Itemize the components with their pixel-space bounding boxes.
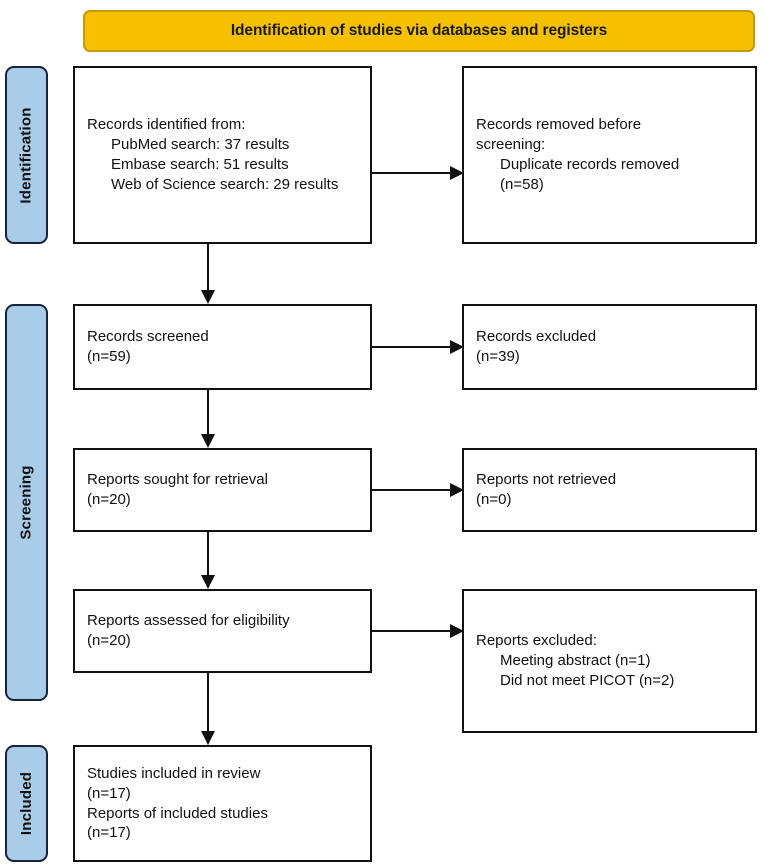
stage-included: Included (5, 745, 48, 862)
arrow-sought-to-not-retrieved (372, 483, 464, 497)
box-records-screened: Records screened (n=59) (73, 304, 372, 390)
box-reports-excluded: Reports excluded: Meeting abstract (n=1)… (462, 589, 757, 733)
box-reports-assessed: Reports assessed for eligibility (n=20) (73, 589, 372, 673)
records-removed-item-count: (n=58) (500, 175, 544, 193)
banner-label: Identification of studies via databases … (230, 22, 608, 39)
studies-included-line2: (n=17) (87, 784, 131, 802)
identification-banner: Identification of studies via databases … (83, 10, 755, 52)
studies-included-line4: (n=17) (87, 824, 131, 842)
box-records-excluded: Records excluded (n=39) (462, 304, 757, 390)
arrow-sought-to-assessed (201, 532, 215, 589)
records-identified-item-web-of-science: Web of Science search: 29 results (111, 175, 339, 193)
studies-included-line1: Studies included in review (87, 764, 261, 782)
records-removed-item-duplicates: Duplicate records removed (500, 156, 680, 173)
records-screened-line1: Records screened (87, 328, 209, 346)
reports-sought-line2: (n=20) (87, 491, 131, 508)
reports-sought-line1: Reports sought for retrieval (87, 471, 268, 489)
arrow-assessed-to-excluded (372, 624, 464, 638)
stage-identification-label: Identification (18, 106, 36, 204)
arrow-screened-to-excluded (372, 340, 464, 354)
stage-screening-label: Screening (18, 465, 36, 540)
reports-excluded-item-picot: Did not meet PICOT (n=2) (500, 671, 675, 689)
arrow-screened-to-sought (201, 390, 215, 448)
box-reports-sought: Reports sought for retrieval (n=20) (73, 448, 372, 532)
box-records-identified: Records identified from: PubMed search: … (73, 66, 372, 244)
reports-excluded-item-meeting-abstract: Meeting abstract (n=1) (500, 652, 651, 670)
studies-included-line3: Reports of included studies (87, 804, 268, 822)
stage-screening: Screening (5, 304, 48, 701)
records-identified-item-pubmed: PubMed search: 37 results (111, 136, 290, 154)
records-identified-heading: Records identified from: (87, 116, 246, 134)
records-screened-line2: (n=59) (87, 348, 131, 365)
records-removed-heading-line1: Records removed before (476, 116, 642, 134)
reports-assessed-line2: (n=20) (87, 632, 131, 649)
reports-excluded-heading: Reports excluded: (476, 632, 597, 650)
stage-included-label: Included (18, 771, 35, 836)
stage-identification: Identification (5, 66, 48, 244)
box-studies-included: Studies included in review (n=17) Report… (73, 745, 372, 862)
reports-not-retrieved-line1: Reports not retrieved (476, 471, 617, 489)
reports-assessed-line1: Reports assessed for eligibility (87, 612, 290, 630)
records-excluded-line2: (n=39) (476, 348, 520, 365)
arrow-identified-to-screened (201, 244, 215, 304)
arrow-identified-to-removed (372, 166, 464, 180)
arrow-assessed-to-included (201, 673, 215, 745)
records-excluded-line1: Records excluded (476, 328, 597, 346)
records-identified-item-embase: Embase search: 51 results (111, 156, 289, 173)
box-reports-not-retrieved: Reports not retrieved (n=0) (462, 448, 757, 532)
records-removed-heading-line2: screening: (476, 136, 546, 154)
box-records-removed: Records removed before screening: Duplic… (462, 66, 757, 244)
reports-not-retrieved-line2: (n=0) (476, 491, 512, 508)
